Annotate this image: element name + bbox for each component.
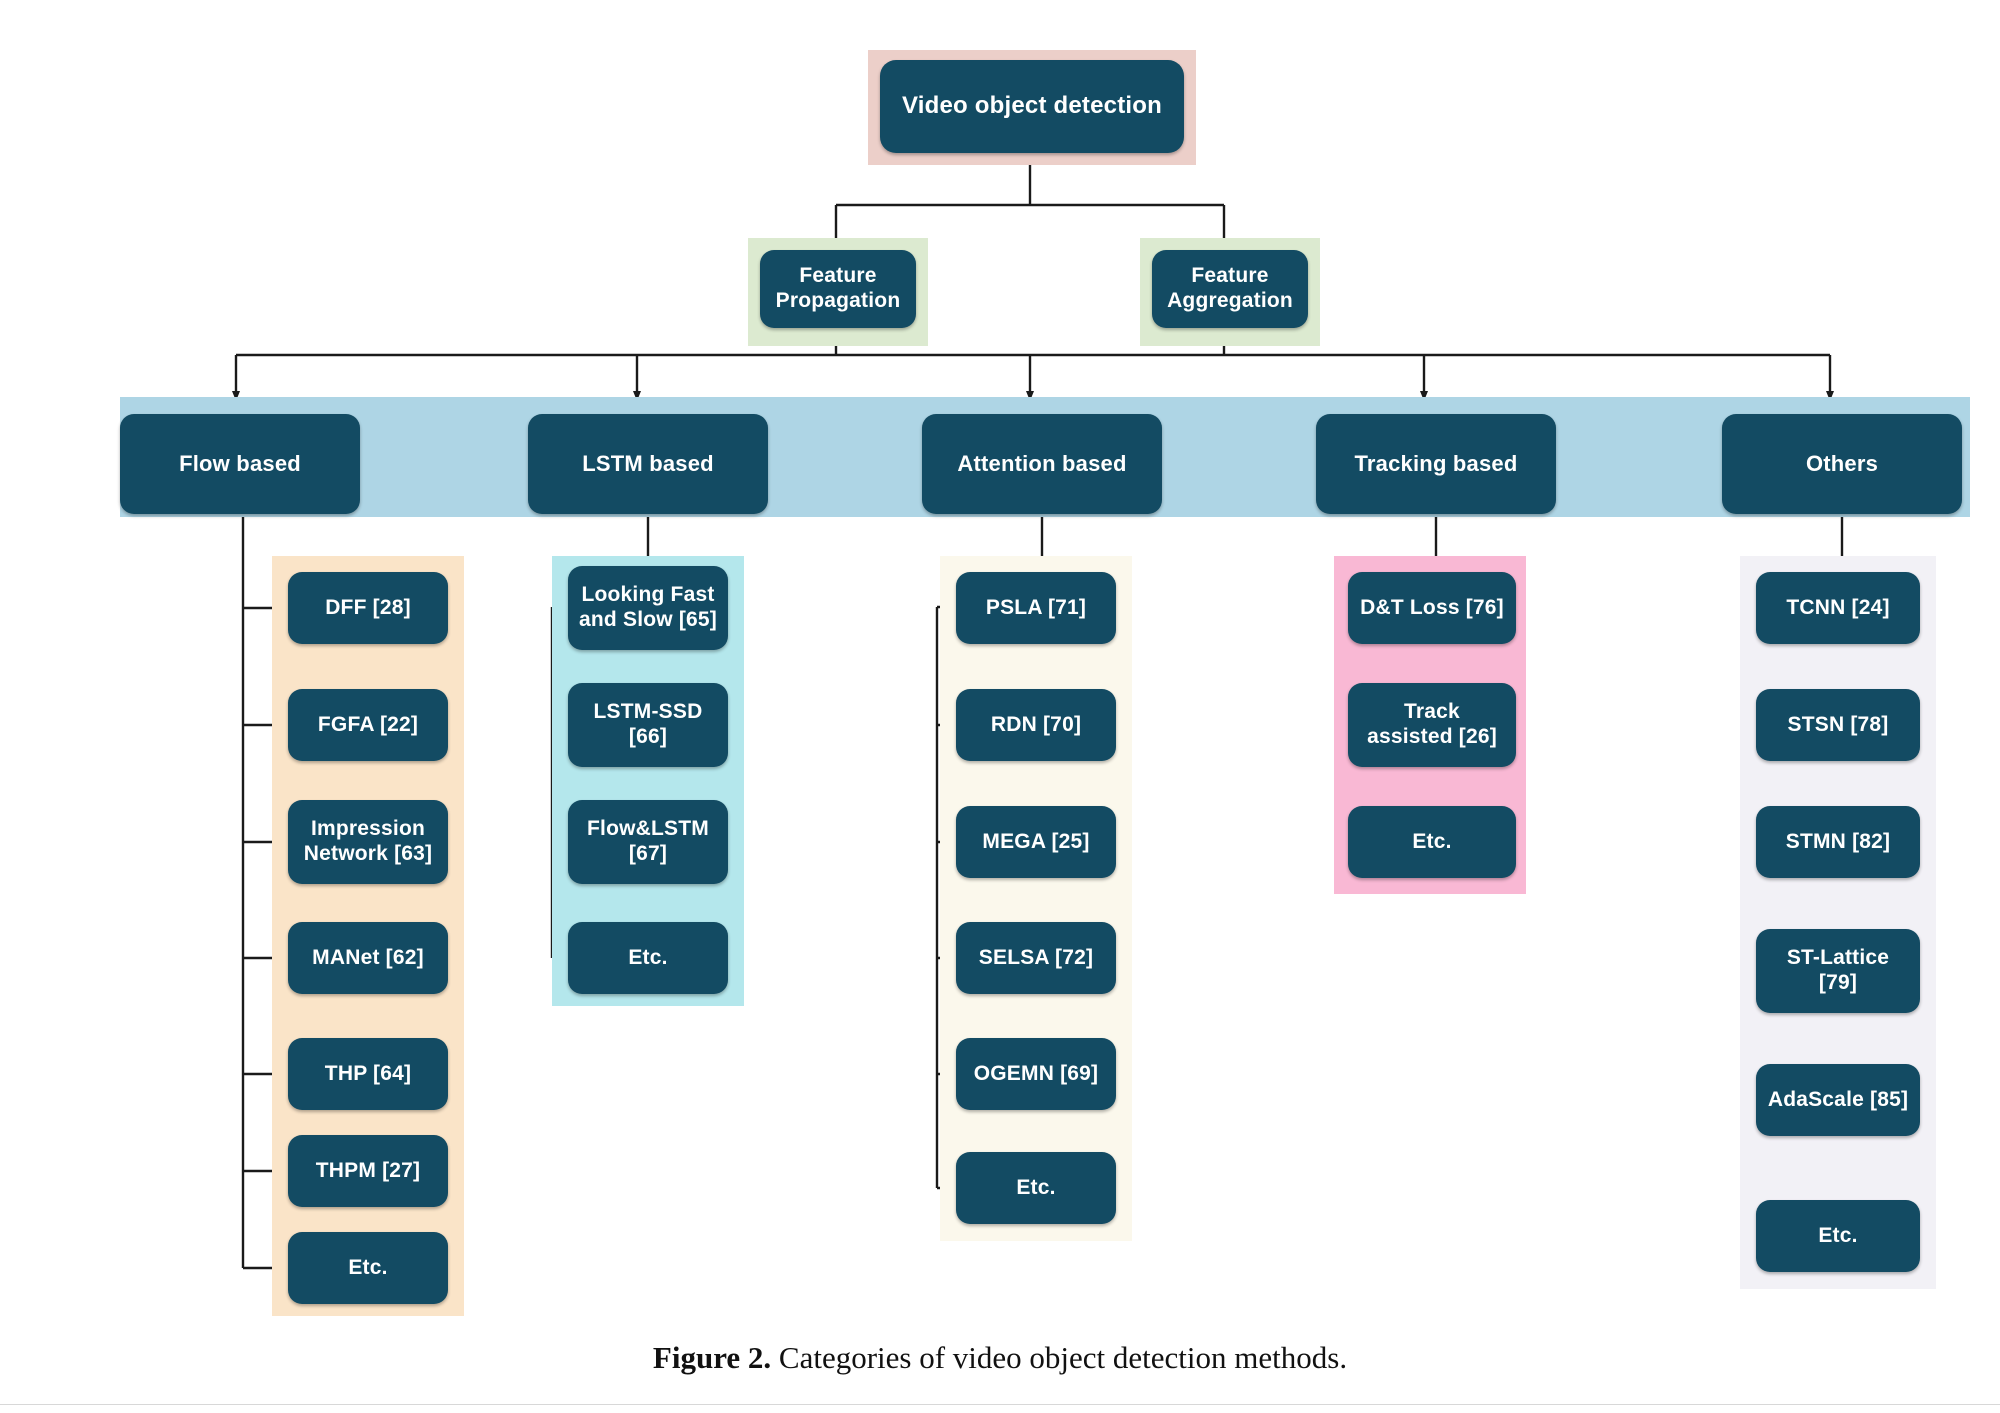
node-video-object-detection[interactable]: Video object detection: [880, 60, 1184, 153]
node-method-flow-and-lstm[interactable]: Flow&LSTM[67]: [568, 800, 728, 884]
node-method-attention-etc[interactable]: Etc.: [956, 1152, 1116, 1224]
node-method-tcnn[interactable]: TCNN [24]: [1756, 572, 1920, 644]
figure-caption-label: Figure 2.: [652, 1340, 772, 1375]
node-method-dff[interactable]: DFF [28]: [288, 572, 448, 644]
node-category-others[interactable]: Others: [1722, 414, 1962, 514]
others-column-band: [1740, 556, 1936, 1289]
node-method-manet[interactable]: MANet [62]: [288, 922, 448, 994]
node-category-lstm-based[interactable]: LSTM based: [528, 414, 768, 514]
node-method-others-etc[interactable]: Etc.: [1756, 1200, 1920, 1272]
node-method-lstm-ssd[interactable]: LSTM-SSD[66]: [568, 683, 728, 767]
node-method-thp[interactable]: THP [64]: [288, 1038, 448, 1110]
node-method-stsn[interactable]: STSN [78]: [1756, 689, 1920, 761]
node-category-attention-based[interactable]: Attention based: [922, 414, 1162, 514]
node-method-ogemn[interactable]: OGEMN [69]: [956, 1038, 1116, 1110]
figure-caption: Figure 2. Categories of video object det…: [0, 1340, 2000, 1376]
node-category-tracking-based[interactable]: Tracking based: [1316, 414, 1556, 514]
node-method-st-lattice[interactable]: ST-Lattice[79]: [1756, 929, 1920, 1013]
node-method-psla[interactable]: PSLA [71]: [956, 572, 1116, 644]
node-method-lstm-etc[interactable]: Etc.: [568, 922, 728, 994]
node-method-tracking-etc[interactable]: Etc.: [1348, 806, 1516, 878]
node-method-fgfa[interactable]: FGFA [22]: [288, 689, 448, 761]
attention-column-band: [940, 556, 1132, 1241]
page-bottom-rule: [0, 1404, 2000, 1405]
node-category-flow-based[interactable]: Flow based: [120, 414, 360, 514]
figure-caption-text: Categories of video object detection met…: [771, 1340, 1348, 1375]
node-method-thpm[interactable]: THPM [27]: [288, 1135, 448, 1207]
node-method-flow-etc[interactable]: Etc.: [288, 1232, 448, 1304]
node-method-adascale[interactable]: AdaScale [85]: [1756, 1064, 1920, 1136]
node-method-selsa[interactable]: SELSA [72]: [956, 922, 1116, 994]
node-method-rdn[interactable]: RDN [70]: [956, 689, 1116, 761]
node-method-mega[interactable]: MEGA [25]: [956, 806, 1116, 878]
node-method-dt-loss[interactable]: D&T Loss [76]: [1348, 572, 1516, 644]
node-method-stmn[interactable]: STMN [82]: [1756, 806, 1920, 878]
